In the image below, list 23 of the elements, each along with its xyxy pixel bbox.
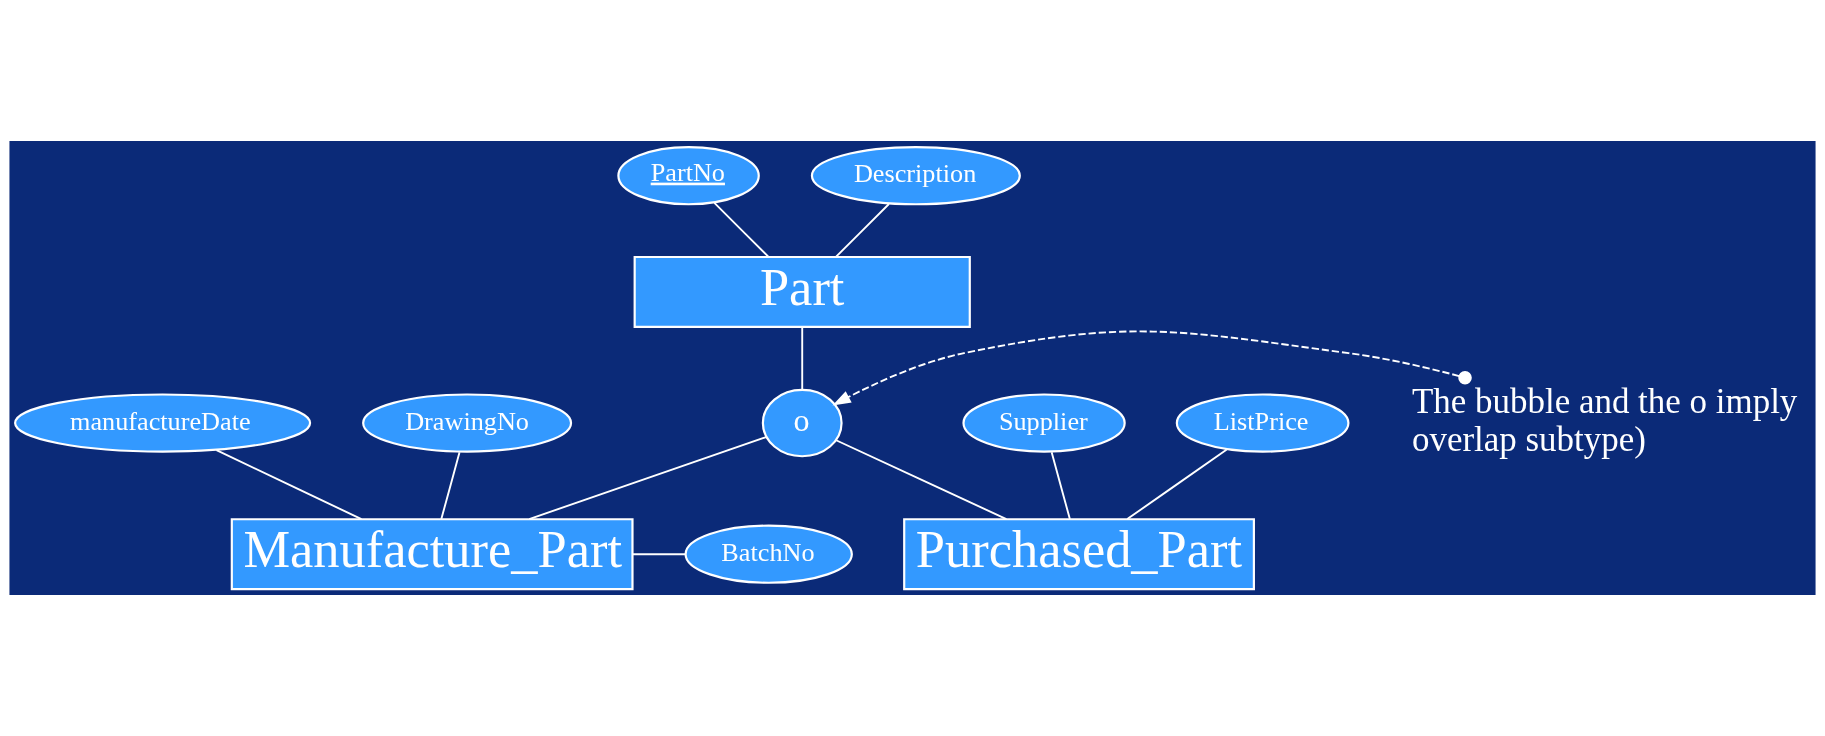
connector: [631, 553, 687, 556]
connector: [835, 439, 1008, 521]
connector: [440, 451, 461, 520]
node-box: Manufacture_Part: [230, 518, 634, 591]
node-ellipse: o: [761, 388, 843, 458]
node-ellipse: BatchNo: [684, 524, 853, 584]
connector: [1050, 451, 1071, 520]
node-ellipse: Description: [810, 146, 1021, 206]
connector: [834, 203, 890, 258]
connector: [801, 326, 804, 391]
connector: [528, 436, 767, 521]
node-ellipse: manufactureDate: [14, 393, 312, 453]
node-ellipse: PartNo: [617, 146, 760, 206]
connector: [215, 449, 363, 521]
node-ellipse: DrawingNo: [362, 393, 573, 453]
node-ellipse: Supplier: [962, 393, 1126, 453]
node-ellipse: ListPrice: [1175, 393, 1350, 453]
node-text: The bubble and the o imply overlap subtype): [1411, 382, 1798, 460]
node-box: Part: [633, 255, 971, 328]
connector: [1126, 448, 1228, 520]
connector: [713, 201, 770, 258]
arrow: [832, 330, 1472, 406]
node-box: Purchased_Part: [903, 518, 1255, 591]
